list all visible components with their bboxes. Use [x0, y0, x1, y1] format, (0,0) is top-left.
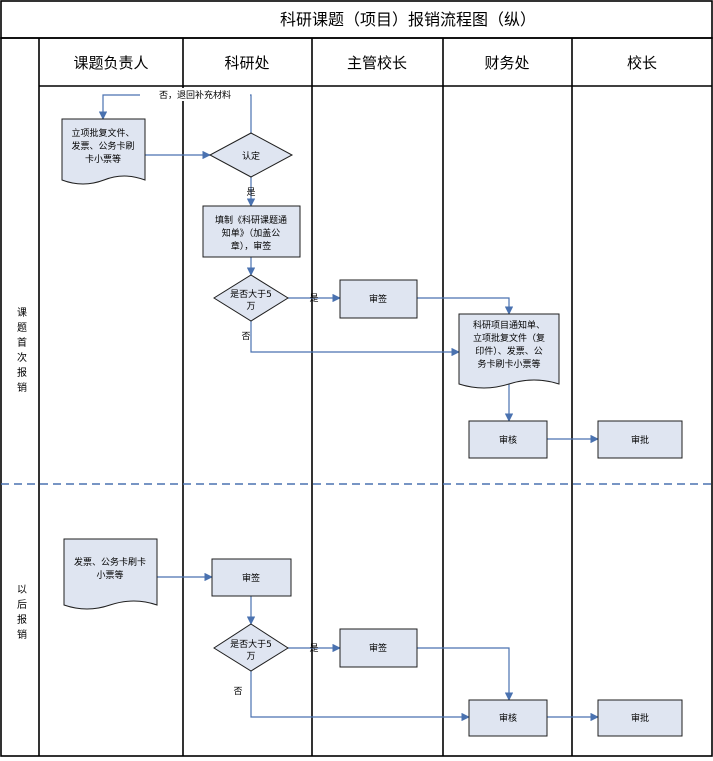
process-node-president-approve-later-label: 审批 — [631, 712, 649, 724]
process-node-president-approve-later — [597, 699, 683, 737]
phase-label-first-reimbursement-char: 课 — [17, 307, 27, 319]
phase-label-first-reimbursement-char: 次 — [17, 351, 27, 364]
decision-node-over-50k-later-line: 万 — [246, 652, 255, 662]
edge-label-yes-2: 是 — [309, 293, 318, 304]
edge-label-no-3: 否 — [233, 686, 242, 697]
document-node-application-files-line: 立项批复文件、 — [71, 127, 134, 139]
document-node-invoices-line: 发票、公务卡刷卡 — [74, 556, 146, 568]
decision-node-over-50k-later-text: 是否大于5 万 — [230, 638, 272, 662]
lane-header-finance-office: 财务处 — [484, 54, 529, 72]
decision-node-over-50k-first-line: 万 — [246, 302, 255, 312]
decision-node-over-50k-first — [213, 274, 289, 322]
process-node-finance-review-later — [468, 699, 548, 737]
decision-node-over-50k-later — [213, 623, 289, 672]
document-node-finance-files-line: 印件）、发票、公 — [475, 345, 543, 357]
process-node-finance-review-first — [468, 420, 548, 459]
document-node-application-files-line: 发票、公务卡刷 — [71, 140, 134, 152]
process-node-vp-sign-first-label: 审签 — [369, 293, 387, 305]
decision-node-approve — [208, 132, 294, 178]
document-node-invoices-line: 小票等 — [96, 569, 123, 581]
process-node-vp-sign-later-label: 审签 — [369, 642, 387, 654]
document-node-finance-files — [458, 313, 560, 389]
process-node-finance-review-later-label: 审核 — [499, 712, 517, 724]
phase-label-first-reimbursement-char: 题 — [17, 322, 27, 334]
phase-label-first-reimbursement-char: 首 — [17, 336, 27, 349]
chart-title: 科研课题（项目）报销流程图（纵） — [280, 10, 536, 29]
process-node-fill-form-line: 填制《科研课题通 — [215, 214, 287, 226]
phase-label-later-reimbursement-char: 销 — [17, 628, 27, 641]
edge-sign1-to-finance-doc — [417, 297, 514, 315]
edge-label-yes-1: 是 — [246, 187, 255, 198]
phase-label-first-reimbursement-char: 销 — [17, 381, 27, 394]
process-node-president-approve-first-label: 审批 — [631, 434, 649, 446]
document-node-invoices — [63, 538, 158, 610]
edge-decision2-no-to-finance-doc — [250, 321, 460, 357]
edge-decision3-no-to-review2 — [250, 671, 470, 722]
edge-label-no-2: 否 — [241, 331, 250, 342]
process-node-finance-review-first-label: 审核 — [499, 434, 517, 446]
edge-sign3-to-review2 — [417, 647, 514, 701]
decision-node-over-50k-later-line: 是否大于5 — [230, 638, 272, 650]
process-node-research-sign-label: 审签 — [242, 572, 260, 584]
process-node-research-sign — [211, 558, 292, 597]
decision-node-approve-label: 认定 — [242, 150, 260, 162]
document-node-finance-files-line: 科研项目通知单、 — [473, 319, 545, 331]
phase-label-later-reimbursement-char: 后 — [17, 599, 27, 611]
document-node-finance-files-line: 立项批复文件（复 — [473, 332, 545, 344]
phase-label-later-reimbursement-char: 报 — [17, 613, 27, 626]
phase-label-first-reimbursement-char: 报 — [17, 366, 27, 379]
lane-header-research-office: 科研处 — [224, 54, 269, 72]
lane-header-vice-president: 主管校长 — [347, 54, 407, 72]
process-node-vp-sign-later — [339, 628, 418, 668]
process-node-fill-form — [202, 205, 301, 258]
edge-label-bg — [140, 88, 250, 101]
lane-header-president: 校长 — [627, 54, 657, 72]
process-node-vp-sign-first — [339, 279, 418, 319]
title-bar — [0, 0, 713, 39]
edge-label-yes-3: 是 — [309, 643, 318, 654]
process-node-fill-form-line: 章），审签 — [231, 240, 272, 252]
decision-node-over-50k-first-text: 是否大于5 万 — [230, 288, 272, 312]
process-node-fill-form-line: 知单》（加盖公 — [222, 227, 281, 239]
outer-frame — [0, 37, 713, 757]
phase-label-later-reimbursement-char: 以 — [17, 585, 27, 596]
process-node-president-approve-first — [597, 420, 683, 459]
document-node-application-files-line: 卡小票等 — [85, 153, 121, 165]
lane-header-project-leader: 课题负责人 — [73, 54, 148, 72]
document-node-application-files — [61, 118, 146, 185]
document-node-finance-files-line: 务卡刷卡小票等 — [477, 358, 540, 370]
decision-node-over-50k-first-line: 是否大于5 — [230, 288, 272, 300]
edge-label-return: 否，退回补充材料 — [159, 89, 231, 101]
